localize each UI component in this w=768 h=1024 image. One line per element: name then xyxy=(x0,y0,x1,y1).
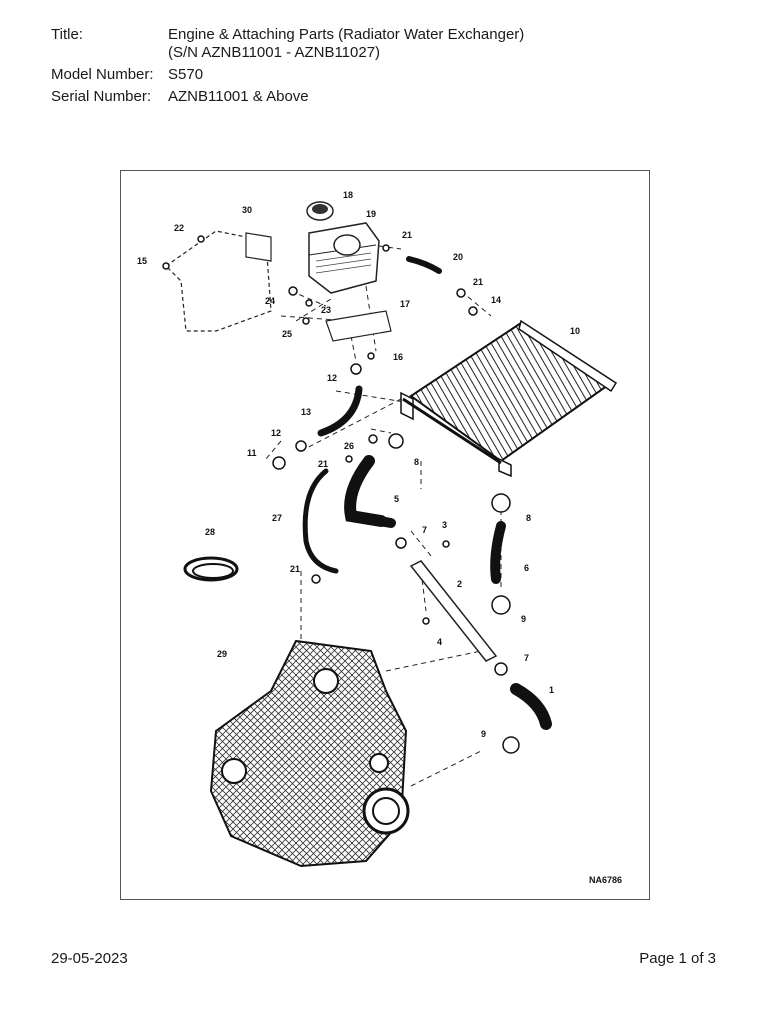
title-label: Title: xyxy=(51,26,83,43)
figure-code: NA6786 xyxy=(589,875,622,885)
callout-number: 23 xyxy=(321,305,331,315)
callout-number: 24 xyxy=(265,296,275,306)
radiator-10 xyxy=(400,319,618,478)
callout-number: 2 xyxy=(457,579,462,589)
callout-number: 20 xyxy=(453,252,463,262)
callout-number: 18 xyxy=(343,190,353,200)
model-label: Model Number: xyxy=(51,66,154,83)
hardware-fittings xyxy=(162,235,520,754)
title-line-1: Engine & Attaching Parts (Radiator Water… xyxy=(168,26,525,43)
callout-numbers: 1 2 3 4 5 6 7 7 8 8 9 9 10 11 12 12 13 1… xyxy=(137,190,580,739)
callout-number: 14 xyxy=(491,295,501,305)
callout-number: 12 xyxy=(271,428,281,438)
callout-number: 8 xyxy=(414,457,419,467)
callout-number: 7 xyxy=(422,525,427,535)
callout-number: 15 xyxy=(137,256,147,266)
reservoir-cap-18 xyxy=(306,201,334,221)
title-value: Engine & Attaching Parts (Radiator Water… xyxy=(168,26,688,62)
callout-number: 21 xyxy=(402,230,412,240)
exploded-view-drawing: 1 2 3 4 5 6 7 7 8 8 9 9 10 11 12 12 13 1… xyxy=(137,190,622,885)
callout-number: 21 xyxy=(318,459,328,469)
callout-number: 5 xyxy=(394,494,399,504)
title-row: Title: Engine & Attaching Parts (Radiato… xyxy=(51,26,688,62)
reservoir-bracket-17 xyxy=(325,310,392,342)
callout-number: 6 xyxy=(524,563,529,573)
parts-diagram: 1 2 3 4 5 6 7 7 8 8 9 9 10 11 12 12 13 1… xyxy=(120,170,650,900)
title-line-2: (S/N AZNB11001 - AZNB11027) xyxy=(168,44,381,61)
callout-number: 1 xyxy=(549,685,554,695)
callout-number: 3 xyxy=(442,520,447,530)
callout-number: 26 xyxy=(344,441,354,451)
serial-label: Serial Number: xyxy=(51,88,152,105)
callout-number: 10 xyxy=(570,326,580,336)
callout-number: 8 xyxy=(526,513,531,523)
coolant-hoses xyxy=(302,256,552,730)
callout-number: 21 xyxy=(473,277,483,287)
callout-number: 11 xyxy=(247,448,257,458)
serial-row: Serial Number: AZNB11001 & Above xyxy=(51,88,688,106)
callout-number: 17 xyxy=(400,299,410,309)
callout-number: 30 xyxy=(242,205,252,215)
engine-29 xyxy=(209,639,410,868)
callout-number: 7 xyxy=(524,653,529,663)
model-value: S570 xyxy=(168,66,204,83)
callout-number: 13 xyxy=(301,407,311,417)
callout-number: 29 xyxy=(217,649,227,659)
callout-number: 28 xyxy=(205,527,215,537)
callout-number: 9 xyxy=(481,729,486,739)
callout-number: 27 xyxy=(272,513,282,523)
coolant-reservoir-19 xyxy=(308,222,380,294)
mounting-bracket-30 xyxy=(165,230,272,332)
callout-number: 4 xyxy=(437,637,442,647)
document-header: Title: Engine & Attaching Parts (Radiato… xyxy=(51,26,688,110)
serial-value: AZNB11001 & Above xyxy=(168,88,309,105)
callout-number: 22 xyxy=(174,223,184,233)
callout-number: 19 xyxy=(366,209,376,219)
footer-date: 29-05-2023 xyxy=(51,950,128,967)
seal-strip-28 xyxy=(183,556,239,582)
callout-number: 16 xyxy=(393,352,403,362)
callout-number: 21 xyxy=(290,564,300,574)
callout-number: 25 xyxy=(282,329,292,339)
footer-page-number: Page 1 of 3 xyxy=(639,950,716,967)
model-row: Model Number: S570 xyxy=(51,66,688,84)
callout-number: 12 xyxy=(327,373,337,383)
callout-number: 9 xyxy=(521,614,526,624)
dashed-leader-lines xyxy=(180,238,502,787)
water-tube-2 xyxy=(409,560,498,662)
